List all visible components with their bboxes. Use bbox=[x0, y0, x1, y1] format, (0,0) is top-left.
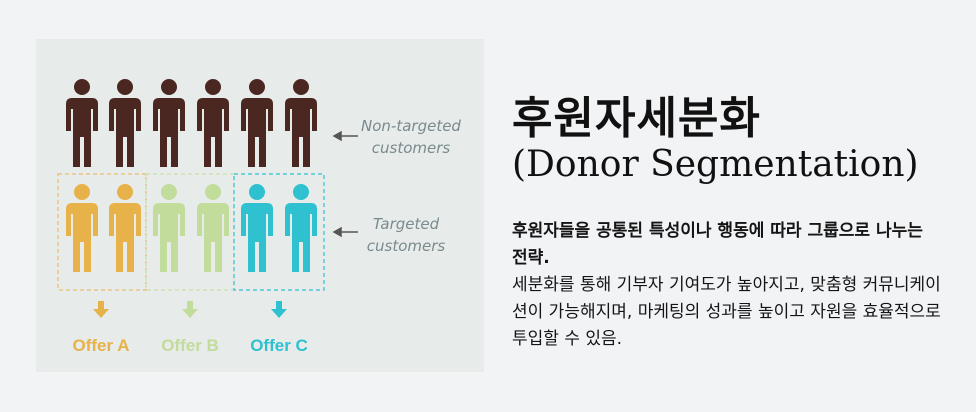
person-icon bbox=[197, 184, 229, 272]
offer-b-label: Offer B bbox=[161, 336, 219, 355]
title-english: (Donor Segmentation) bbox=[512, 144, 919, 185]
segmentation-diagram: Non-targeted customers Targeted customer… bbox=[57, 79, 461, 355]
person-icon bbox=[197, 79, 229, 167]
down-arrow-icon bbox=[93, 301, 109, 318]
person-icon bbox=[66, 184, 98, 272]
offer-c-label: Offer C bbox=[250, 336, 308, 355]
person-icon bbox=[241, 184, 273, 272]
non-targeted-group bbox=[66, 79, 317, 167]
non-targeted-label: Non-targeted bbox=[361, 117, 461, 135]
offer-a-label: Offer A bbox=[73, 336, 130, 355]
segment-a-group bbox=[66, 184, 141, 272]
person-icon bbox=[153, 184, 185, 272]
segment-c-group bbox=[241, 184, 317, 272]
pointer-arrow-icon bbox=[332, 226, 342, 238]
segment-b-group bbox=[153, 184, 229, 272]
targeted-label-line2: customers bbox=[367, 237, 446, 255]
pointer-arrow-icon bbox=[332, 130, 342, 142]
person-icon bbox=[285, 79, 317, 167]
person-icon bbox=[285, 184, 317, 272]
targeted-label: Targeted bbox=[373, 215, 440, 233]
person-icon bbox=[66, 79, 98, 167]
offer-arrows bbox=[93, 301, 287, 318]
segmentation-figure: Non-targeted customers Targeted customer… bbox=[36, 39, 484, 372]
segment-a-box bbox=[57, 173, 147, 291]
description-lead: 후원자들을 공통된 특성이나 행동에 따라 그룹으로 나누는 전략. bbox=[512, 221, 923, 268]
non-targeted-label-line2: customers bbox=[372, 139, 451, 157]
title-korean: 후원자세분화 bbox=[512, 93, 761, 144]
description: 후원자들을 공통된 특성이나 행동에 따라 그룹으로 나누는 전략. 세분화를 … bbox=[512, 218, 942, 353]
segment-c-box bbox=[233, 173, 325, 291]
down-arrow-icon bbox=[182, 301, 198, 318]
person-icon bbox=[109, 79, 141, 167]
segment-b-box bbox=[145, 173, 235, 291]
down-arrow-icon bbox=[271, 301, 287, 318]
person-icon bbox=[241, 79, 273, 167]
description-body: 세분화를 통해 기부자 기여도가 높아지고, 맞춤형 커뮤니케이션이 가능해지며… bbox=[512, 275, 941, 349]
person-icon bbox=[109, 184, 141, 272]
person-icon bbox=[153, 79, 185, 167]
